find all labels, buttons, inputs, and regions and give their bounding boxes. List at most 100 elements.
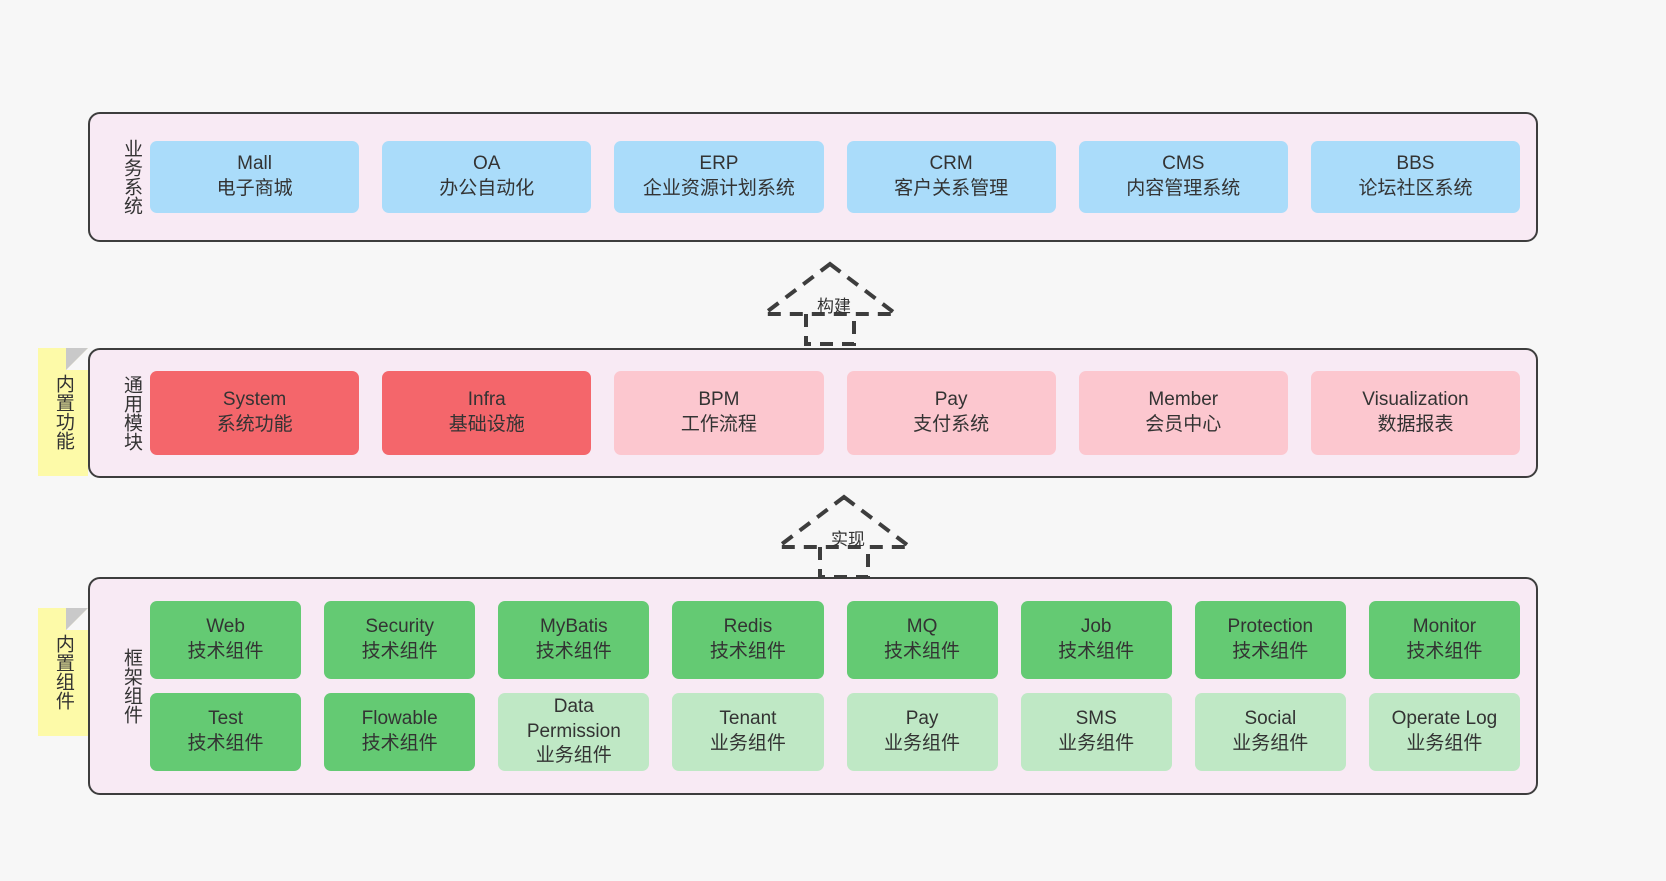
card-title: Operate Log bbox=[1391, 708, 1498, 730]
card-monitor[interactable]: Monitor 技术组件 bbox=[1368, 601, 1520, 679]
card-bpm[interactable]: BPM 工作流程 bbox=[614, 371, 824, 455]
card-sms[interactable]: SMS 业务组件 bbox=[1020, 693, 1172, 771]
card-row: Test 技术组件 Flowable 技术组件 Data Permission … bbox=[150, 693, 1520, 771]
card-subtitle: 业务组件 bbox=[1406, 733, 1483, 754]
card-mybatis[interactable]: MyBatis 技术组件 bbox=[498, 601, 650, 679]
card-title: Pay bbox=[934, 389, 968, 411]
card-subtitle: 支付系统 bbox=[913, 414, 990, 435]
card-title: Job bbox=[1080, 616, 1112, 638]
card-system[interactable]: System 系统功能 bbox=[150, 371, 360, 455]
card-title: OA bbox=[473, 153, 501, 175]
card-data-permission[interactable]: Data Permission 业务组件 bbox=[498, 693, 650, 771]
card-test[interactable]: Test 技术组件 bbox=[150, 693, 302, 771]
layer-title-business-system: 业务系统 bbox=[121, 139, 142, 215]
card-subtitle: 数据报表 bbox=[1377, 414, 1454, 435]
layer-framework-components: 框架组件 Web 技术组件 Security 技术组件 MyBatis 技术组件… bbox=[88, 577, 1538, 795]
card-title: Redis bbox=[723, 616, 773, 638]
card-subtitle: 技术组件 bbox=[884, 641, 961, 662]
card-row: Mall 电子商城 OA 办公自动化 ERP 企业资源计划系统 CRM 客户关系… bbox=[150, 141, 1521, 213]
card-oa[interactable]: OA 办公自动化 bbox=[382, 141, 592, 213]
card-protection[interactable]: Protection 技术组件 bbox=[1194, 601, 1346, 679]
card-title: MQ bbox=[906, 616, 938, 638]
card-subtitle: 技术组件 bbox=[535, 641, 612, 662]
card-title: Social bbox=[1244, 708, 1297, 730]
layer-title-common-modules: 通用模块 bbox=[121, 375, 142, 451]
card-title: Web bbox=[206, 616, 245, 638]
card-title: Pay bbox=[905, 708, 939, 730]
note-builtin-components: 内置组件 bbox=[38, 608, 88, 736]
layer-body-common-modules: System 系统功能 Infra 基础设施 BPM 工作流程 Pay 支付系统… bbox=[146, 371, 1536, 455]
card-subtitle: 工作流程 bbox=[680, 414, 757, 435]
card-title: SMS bbox=[1075, 708, 1117, 730]
card-subtitle: 客户关系管理 bbox=[894, 178, 1009, 199]
connector-build-arrow bbox=[758, 261, 902, 346]
connector-build-label: 构建 bbox=[817, 297, 851, 316]
card-cms[interactable]: CMS 内容管理系统 bbox=[1078, 141, 1288, 213]
card-title: Member bbox=[1148, 389, 1219, 411]
card-subtitle: 技术组件 bbox=[187, 641, 264, 662]
card-subtitle: 业务组件 bbox=[1058, 733, 1135, 754]
card-title: Data Permission bbox=[526, 695, 621, 742]
card-subtitle: 技术组件 bbox=[361, 733, 438, 754]
card-title: Infra bbox=[467, 389, 506, 411]
card-tenant[interactable]: Tenant 业务组件 bbox=[672, 693, 824, 771]
card-redis[interactable]: Redis 技术组件 bbox=[672, 601, 824, 679]
card-subtitle: 办公自动化 bbox=[439, 178, 535, 199]
card-subtitle: 业务组件 bbox=[884, 733, 961, 754]
card-subtitle: 技术组件 bbox=[1232, 641, 1309, 662]
card-title: System bbox=[222, 389, 287, 411]
card-subtitle: 技术组件 bbox=[187, 733, 264, 754]
layer-title-framework-components: 框架组件 bbox=[121, 648, 142, 724]
card-visualization[interactable]: Visualization 数据报表 bbox=[1310, 371, 1521, 455]
card-pay-business[interactable]: Pay 业务组件 bbox=[846, 693, 998, 771]
card-title: Protection bbox=[1227, 616, 1314, 638]
card-member[interactable]: Member 会员中心 bbox=[1078, 371, 1288, 455]
connector-implement-label: 实现 bbox=[831, 530, 865, 549]
note-label: 内置功能 bbox=[52, 374, 74, 450]
card-mq[interactable]: MQ 技术组件 bbox=[846, 601, 998, 679]
card-security[interactable]: Security 技术组件 bbox=[324, 601, 476, 679]
card-subtitle: 技术组件 bbox=[709, 641, 786, 662]
card-title: Flowable bbox=[361, 708, 438, 730]
card-title: Mall bbox=[237, 153, 272, 175]
card-job[interactable]: Job 技术组件 bbox=[1020, 601, 1172, 679]
card-pay[interactable]: Pay 支付系统 bbox=[846, 371, 1056, 455]
note-fold-icon bbox=[66, 348, 88, 370]
card-web[interactable]: Web 技术组件 bbox=[150, 601, 302, 679]
card-infra[interactable]: Infra 基础设施 bbox=[382, 371, 592, 455]
card-subtitle: 企业资源计划系统 bbox=[642, 178, 795, 199]
layer-common-modules: 通用模块 System 系统功能 Infra 基础设施 BPM 工作流程 Pay… bbox=[88, 348, 1538, 478]
card-subtitle: 业务组件 bbox=[535, 745, 612, 767]
card-operate-log[interactable]: Operate Log 业务组件 bbox=[1368, 693, 1520, 771]
layer-body-business-system: Mall 电子商城 OA 办公自动化 ERP 企业资源计划系统 CRM 客户关系… bbox=[146, 141, 1536, 213]
layer-business-system: 业务系统 Mall 电子商城 OA 办公自动化 ERP 企业资源计划系统 CRM… bbox=[88, 112, 1538, 242]
card-title: MyBatis bbox=[540, 616, 608, 638]
card-subtitle: 业务组件 bbox=[709, 733, 786, 754]
card-title: Test bbox=[208, 708, 243, 730]
note-label: 内置组件 bbox=[52, 634, 74, 710]
card-social[interactable]: Social 业务组件 bbox=[1194, 693, 1346, 771]
card-title: Monitor bbox=[1412, 616, 1477, 638]
card-crm[interactable]: CRM 客户关系管理 bbox=[846, 141, 1056, 213]
card-title: BBS bbox=[1396, 153, 1435, 175]
card-title: Tenant bbox=[719, 708, 777, 730]
card-subtitle: 业务组件 bbox=[1232, 733, 1309, 754]
card-subtitle: 基础设施 bbox=[448, 414, 525, 435]
card-row: Web 技术组件 Security 技术组件 MyBatis 技术组件 Redi… bbox=[150, 601, 1520, 679]
card-title: ERP bbox=[699, 153, 739, 175]
card-row: System 系统功能 Infra 基础设施 BPM 工作流程 Pay 支付系统… bbox=[150, 371, 1521, 455]
card-subtitle: 论坛社区系统 bbox=[1358, 178, 1473, 199]
card-subtitle: 技术组件 bbox=[1406, 641, 1483, 662]
note-fold-icon bbox=[66, 608, 88, 630]
card-title: Visualization bbox=[1362, 389, 1469, 411]
card-subtitle: 内容管理系统 bbox=[1126, 178, 1241, 199]
card-subtitle: 电子商城 bbox=[216, 178, 293, 199]
card-title: CRM bbox=[929, 153, 973, 175]
card-subtitle: 会员中心 bbox=[1145, 414, 1222, 435]
card-mall[interactable]: Mall 电子商城 bbox=[150, 141, 360, 213]
card-subtitle: 系统功能 bbox=[216, 414, 293, 435]
card-flowable[interactable]: Flowable 技术组件 bbox=[324, 693, 476, 771]
card-bbs[interactable]: BBS 论坛社区系统 bbox=[1310, 141, 1521, 213]
card-erp[interactable]: ERP 企业资源计划系统 bbox=[614, 141, 824, 213]
